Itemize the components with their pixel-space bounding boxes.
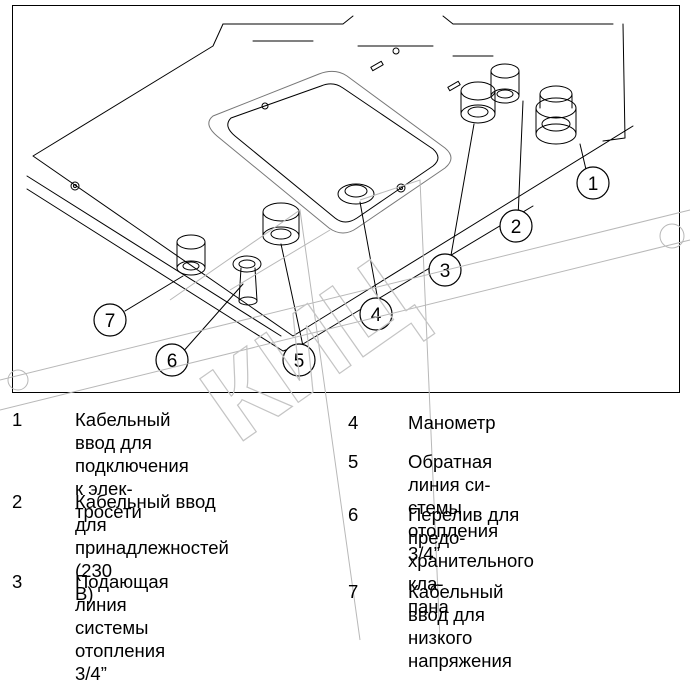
cable-gland-low-voltage [176, 234, 206, 276]
callout-label-3: 3 [440, 261, 451, 282]
inspection-panel [227, 83, 439, 223]
legend-text: Кабельный ввод для принадлежностей (230 … [75, 491, 229, 604]
legend-text: Подающая линия системы отопления 3/4” [75, 571, 169, 684]
callouts [93, 166, 610, 377]
legend-text: Кабельный ввод для подключения к элек- т… [75, 409, 189, 522]
heating-flow-fitting [460, 81, 496, 124]
cable-gland-accessories [490, 63, 520, 104]
boiler-underside-drawing: 1 2 3 4 5 6 7 [26, 15, 634, 377]
manometer-port [337, 183, 375, 205]
cable-gland-mains [535, 85, 577, 145]
callout-label-1: 1 [588, 174, 599, 195]
bottom-plate-outline [32, 23, 634, 337]
callout-1 [576, 166, 610, 200]
legend-number: 4 [348, 412, 359, 433]
callout-label-4: 4 [371, 305, 382, 326]
heating-return-fitting [262, 202, 300, 246]
legend-text: Обратная линия си- стемы отопления 3/4” [408, 451, 499, 564]
legend-text: Кабельный ввод для низкого напряжения [408, 581, 512, 671]
callout-label-7: 7 [105, 311, 116, 332]
legend-text: Манометр [408, 412, 496, 433]
callout-label-6: 6 [167, 351, 178, 372]
legend-number: 7 [348, 581, 359, 602]
callout-label-5: 5 [294, 351, 305, 372]
legend-number: 1 [12, 409, 23, 430]
legend-number: 3 [12, 571, 23, 592]
callout-label-2: 2 [511, 217, 522, 238]
legend-number: 6 [348, 504, 359, 525]
technical-drawing: 1 2 3 4 5 6 7 [12, 5, 680, 393]
legend-number: 2 [12, 491, 23, 512]
legend-text: Перелив для предо- хранительного кла- па… [408, 504, 534, 617]
legend-number: 5 [348, 451, 359, 472]
